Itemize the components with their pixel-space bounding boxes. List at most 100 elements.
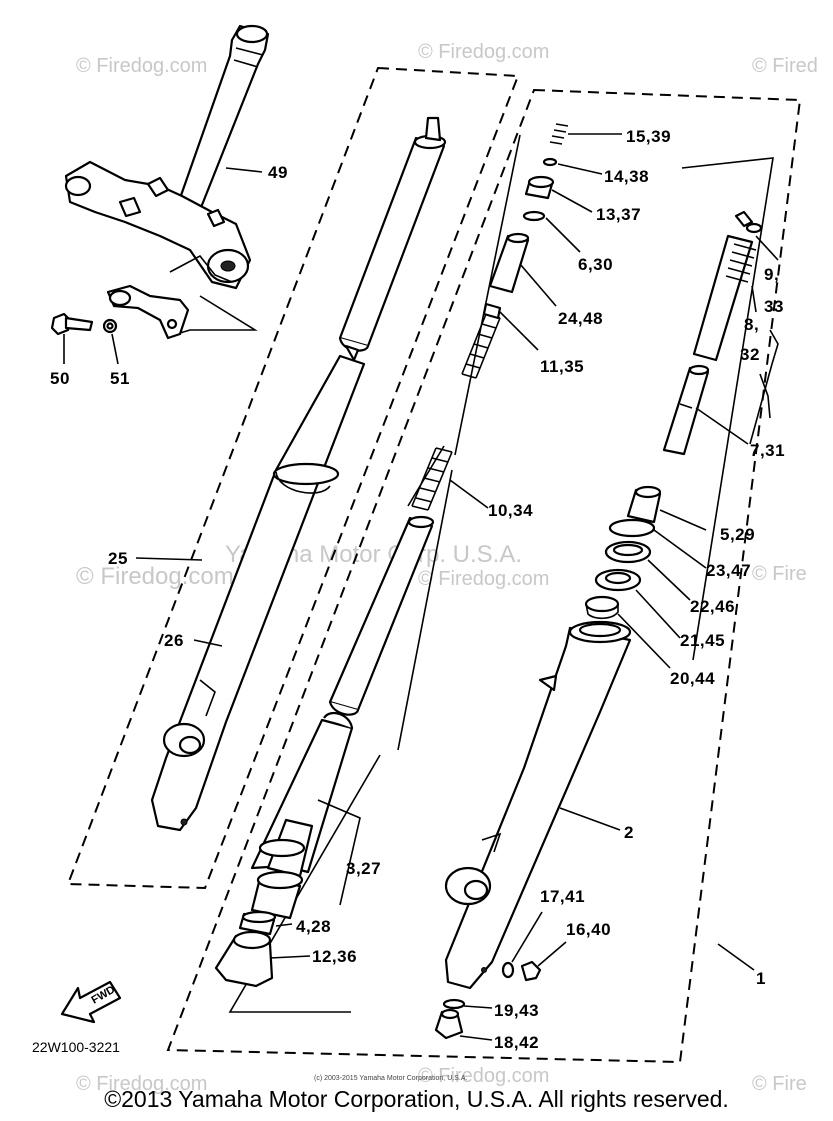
leader-line <box>459 1035 493 1041</box>
callout-7-31: 7,31 <box>750 441 785 460</box>
inner-outline-damper-rod <box>228 134 521 1013</box>
hose-holder <box>106 284 190 340</box>
leader-line <box>225 167 263 173</box>
leader-line <box>63 333 119 365</box>
watermark: © Fire <box>752 563 807 585</box>
leader-line <box>751 285 757 313</box>
callout-26: 26 <box>164 631 184 650</box>
watermark: © Fire <box>752 1073 807 1095</box>
clip-14 <box>542 157 558 167</box>
inner-tube-upper <box>338 116 447 362</box>
leader-line <box>537 941 567 967</box>
damper-rod <box>250 711 354 920</box>
leader-line <box>317 799 361 906</box>
callout-18-42: 18,42 <box>494 1033 539 1052</box>
leader-line <box>617 613 671 669</box>
leader-line <box>695 329 779 445</box>
leader-line <box>557 163 603 175</box>
watermark: © Firedog.com <box>76 1073 207 1095</box>
leader-line <box>755 235 779 261</box>
inner-tube-lower <box>328 515 435 716</box>
taper-spindle-4 <box>238 910 277 936</box>
oil-lock-piece-12 <box>214 930 274 988</box>
leader-line <box>559 807 621 831</box>
assembly-outline-left <box>66 66 520 890</box>
leader-line <box>653 529 707 569</box>
leader-line <box>169 254 233 283</box>
callout-16-40: 16,40 <box>566 920 611 939</box>
leader-line <box>545 217 581 253</box>
callout-13-37: 13,37 <box>596 205 641 224</box>
adjuster-15 <box>549 123 569 145</box>
callout-14-38: 14,38 <box>604 167 649 186</box>
callout-25: 25 <box>108 549 128 568</box>
outer-tube-right <box>444 620 632 990</box>
callout-4-28: 4,28 <box>296 917 331 936</box>
leader-line <box>269 923 311 959</box>
callout-11-35: 11,35 <box>540 357 584 376</box>
callout-1: 1 <box>756 969 766 988</box>
callout-9: 9, <box>764 265 779 284</box>
watermark: © Fired <box>752 55 818 77</box>
leader-line <box>135 557 203 561</box>
callout-20-44: 20,44 <box>670 669 715 688</box>
watermark: © Firedog.com <box>418 568 549 590</box>
fork-spring-upper <box>461 302 502 379</box>
callout-10-34: 10,34 <box>488 501 533 520</box>
bolt-16 <box>520 960 542 982</box>
watermark: © Firedog.com <box>76 563 234 590</box>
callout-17-41: 17,41 <box>540 887 585 906</box>
callout-6-30: 6,30 <box>578 255 613 274</box>
steering-stem-assembly <box>64 24 270 290</box>
watermark: © Firedog.com <box>76 55 207 77</box>
o-ring-6 <box>522 210 546 222</box>
leader-line <box>659 509 707 531</box>
fork-spring-lower <box>407 445 453 511</box>
callout-3-27: 3,27 <box>346 859 381 878</box>
callout-24-48: 24,48 <box>558 309 603 328</box>
watermark: © Firedog.com <box>418 41 549 63</box>
callout-12-36: 12,36 <box>312 947 357 966</box>
slide-metal-20 <box>584 595 620 620</box>
fwd-arrow: FWD <box>60 980 122 1024</box>
clip-23 <box>608 518 656 538</box>
callout-8: 8, <box>744 315 759 334</box>
watermark: © Firedog.com <box>418 1065 549 1087</box>
leader-line <box>463 1005 493 1009</box>
callout-22-46: 22,46 <box>690 597 735 616</box>
leader-line <box>519 263 557 307</box>
callout-50: 50 <box>50 369 70 388</box>
callout-15-39: 15,39 <box>626 127 671 146</box>
inner-outline-spring-group <box>681 157 774 661</box>
callout-2: 2 <box>624 823 634 842</box>
bolt-50 <box>50 312 94 336</box>
leader-line <box>717 943 755 971</box>
callout-21-45: 21,45 <box>680 631 725 650</box>
leader-line <box>647 559 691 601</box>
oil-seal-22 <box>604 540 652 564</box>
leader-line <box>759 373 771 419</box>
callout-5-29: 5,29 <box>720 525 755 544</box>
washer-17 <box>501 961 515 979</box>
callout-23-47: 23,47 <box>706 561 751 580</box>
callout-19-43: 19,43 <box>494 1001 539 1020</box>
diagram-code: 22W100-3221 <box>32 1039 120 1055</box>
leader-line <box>499 311 539 351</box>
callout-33: 33 <box>764 297 784 316</box>
bolt-18 <box>434 1008 464 1040</box>
assembly-outline-right <box>166 88 802 1064</box>
dust-seal-5 <box>626 485 662 524</box>
spacer-24 <box>488 234 530 294</box>
footer-copyright: ©2013 Yamaha Motor Corporation, U.S.A. A… <box>104 1086 729 1112</box>
callout-49: 49 <box>268 163 288 182</box>
leader-line <box>635 589 681 639</box>
gasket-19 <box>442 998 466 1010</box>
washer-21 <box>594 568 642 592</box>
outer-tube-left <box>150 354 366 832</box>
leader-line <box>449 479 489 509</box>
leader-line <box>193 639 223 647</box>
callout-layer: 1 2 3,27 4,28 5,29 6,30 7,31 8, 32 9, 33… <box>50 127 785 1052</box>
cylinder-assembly <box>662 210 763 456</box>
watermark-layer: © Firedog.com © Firedog.com © Fired © Fi… <box>76 41 818 1095</box>
